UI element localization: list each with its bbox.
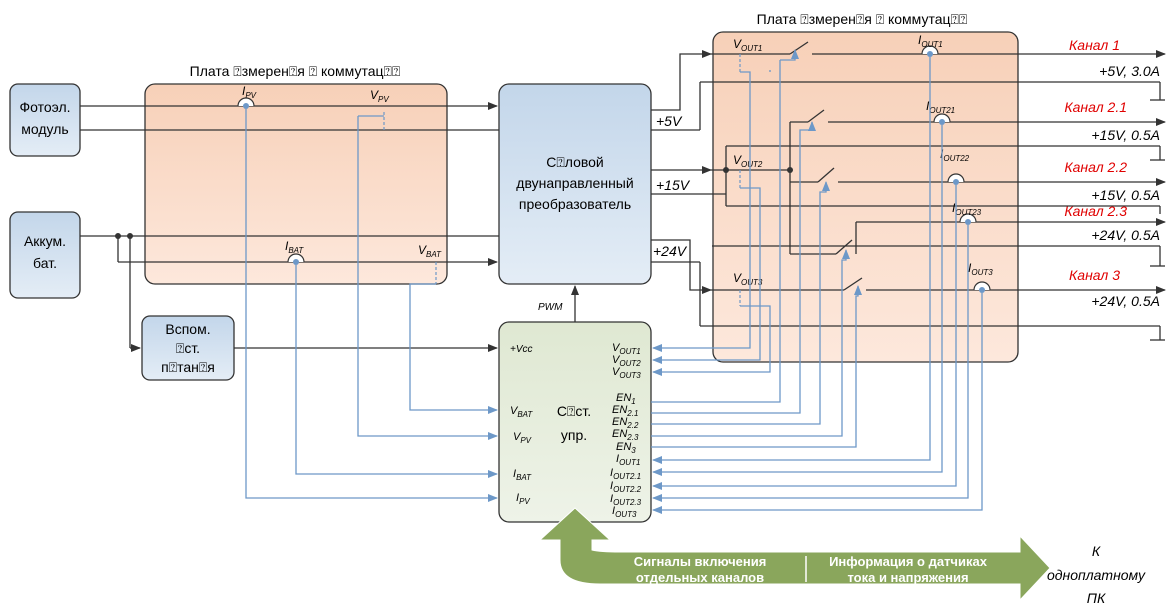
aux-label-3: п⍰тан⍰я [161, 359, 215, 375]
sensor-labels: IPV VPV IBAT VBAT VOUT1 VOUT2 VOUT3 IOUT… [242, 33, 993, 287]
target-label-3: ПК [1087, 590, 1106, 606]
current-sensors [237, 45, 991, 293]
label-i-out3: IOUT3 [968, 261, 993, 277]
channel-1-spec: +5V, 3.0A [1099, 63, 1160, 79]
ctrl-out-iout3: IOUT3 [612, 505, 637, 519]
ctrl-out-en22: EN2.2 [612, 416, 639, 430]
rail-5v: +5V [656, 113, 683, 129]
battery-block: Аккум. бат. [9, 211, 81, 299]
rail-15v: +15V [656, 177, 691, 193]
ctrl-out-vout1: VOUT1 [612, 342, 641, 356]
aux-label-2: ⍰ст. [176, 340, 200, 356]
label-i-pv: IPV [242, 84, 257, 100]
ctrl-out-en23: EN2.3 [612, 428, 639, 442]
ctrl-in-vpv: VPV [513, 431, 532, 445]
bus-left-label-2: отдельных каналов [636, 570, 764, 585]
aux-label-1: Вспом. [165, 321, 210, 337]
data-bus-arrow: Сигналы включения отдельных каналов Инфо… [538, 507, 1051, 602]
converter-label-3: преобразователь [519, 196, 631, 212]
label-i-out23: IOUT23 [952, 201, 982, 217]
ctrl-in-vbat: VBAT [510, 405, 533, 419]
channel-labels: Канал 1 +5V, 3.0A Канал 2.1 +15V, 0.5A К… [1064, 37, 1160, 309]
battery-label-2: бат. [33, 255, 57, 271]
ctrl-out-vout2: VOUT2 [612, 354, 641, 368]
converter-block: С⍰ловой двунаправленный преобразователь [498, 83, 652, 285]
channel-21-spec: +15V, 0.5A [1091, 127, 1160, 143]
channel-23-spec: +24V, 0.5A [1091, 227, 1160, 243]
ctrl-out-en21: EN2.1 [612, 404, 638, 418]
channel-22-spec: +15V, 0.5A [1091, 187, 1160, 203]
ctrl-out-en1: EN1 [616, 392, 636, 406]
pv-module-label-2: модуль [21, 121, 68, 137]
rail-24v: +24V [653, 243, 688, 259]
pv-module-label-1: Фотоэл. [19, 99, 70, 115]
channel-3-name: Канал 3 [1069, 267, 1120, 283]
label-i-bat: IBAT [285, 239, 304, 255]
battery-label-1: Аккум. [24, 233, 66, 249]
channel-1-name: Канал 1 [1069, 37, 1120, 53]
target-label-2: одноплатному [1047, 567, 1146, 583]
ctrl-out-iout22: IOUT2.2 [610, 480, 642, 494]
channel-21-name: Канал 2.1 [1064, 99, 1127, 115]
pv-module-block: Фотоэл. модуль [9, 83, 81, 157]
pwm-label: PWM [538, 302, 563, 313]
label-v-out1: VOUT1 [733, 37, 762, 53]
label-v-out3: VOUT3 [733, 271, 763, 287]
bus-right-label-1: Информация о датчиках [829, 554, 988, 569]
signal-wiring [245, 49, 983, 514]
ctrl-out-iout23: IOUT2.3 [610, 493, 642, 507]
label-i-out1: IOUT1 [918, 33, 943, 49]
converter-label-2: двунаправленный [516, 175, 633, 191]
converter-label-1: С⍰ловой [546, 154, 604, 170]
right-board-title: Плата ⍰змерен⍰я ⍰ коммутац⍰⍰ [757, 11, 968, 27]
channel-23-name: Канал 2.3 [1064, 203, 1127, 219]
control-label-1: С⍰ст. [557, 403, 591, 419]
label-v-pv: VPV [370, 88, 389, 104]
aux-supply-block: Вспом. ⍰ст. п⍰тан⍰я [141, 315, 235, 381]
bus-right-label-2: тока и напряжения [847, 570, 968, 585]
target-label-1: К [1092, 543, 1101, 559]
control-input-labels: +Vcc VBAT VPV IBAT IPV [510, 344, 533, 506]
ctrl-out-vout3: VOUT3 [612, 366, 641, 380]
voltage-taps [383, 54, 741, 306]
power-wiring [80, 41, 1166, 352]
ctrl-in-vcc: +Vcc [510, 344, 533, 355]
label-v-out2: VOUT2 [733, 153, 763, 169]
ctrl-in-ibat: IBAT [513, 468, 532, 482]
ctrl-out-iout21: IOUT2.1 [610, 467, 641, 481]
label-i-out21: IOUT21 [926, 99, 955, 115]
left-board-title: Плата ⍰змерен⍰я ⍰ коммутац⍰⍰ [190, 63, 401, 79]
control-output-labels: VOUT1 VOUT2 VOUT3 EN1 EN2.1 EN2.2 EN2.3 … [610, 342, 642, 519]
control-label-2: упр. [561, 427, 587, 443]
ctrl-out-en3: EN3 [616, 441, 636, 455]
channel-22-name: Канал 2.2 [1064, 159, 1127, 175]
ctrl-out-iout1: IOUT1 [616, 453, 640, 467]
ctrl-in-ipv: IPV [516, 492, 530, 506]
channel-3-spec: +24V, 0.5A [1091, 293, 1160, 309]
bus-left-label-1: Сигналы включения [634, 554, 767, 569]
label-v-bat: VBAT [418, 243, 442, 259]
